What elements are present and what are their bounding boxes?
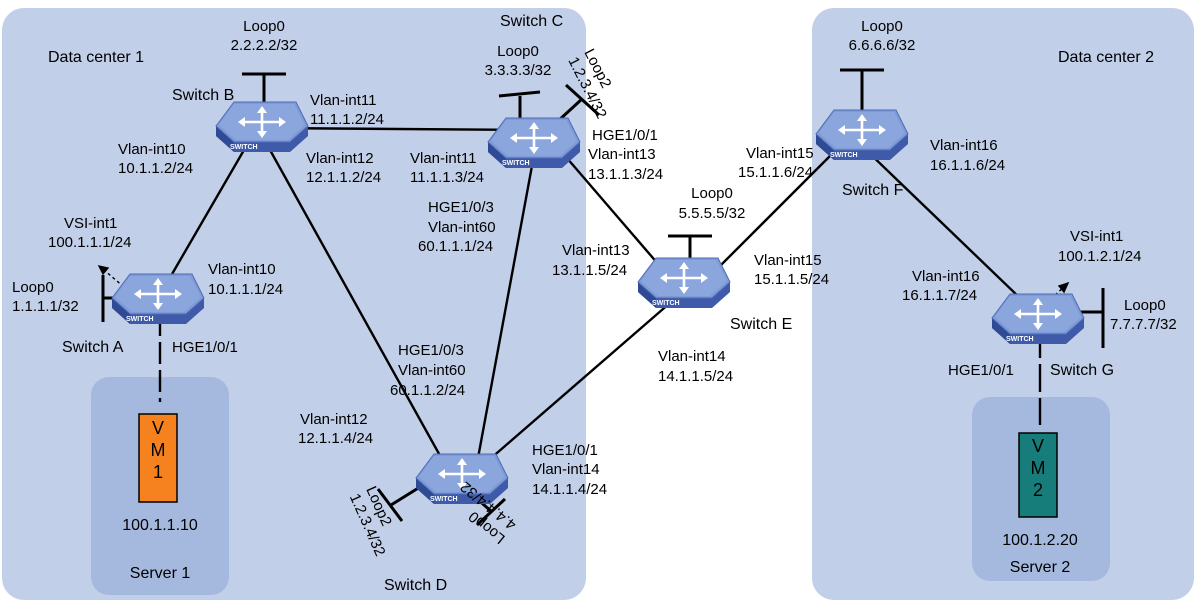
datacenter-2-label: Data center 2 [1058, 49, 1154, 66]
switch-b-label: Switch B [172, 87, 234, 104]
switch-a-icon[interactable] [110, 272, 206, 324]
server-1-label: Server 1 [130, 565, 191, 582]
switch-f-icon[interactable] [814, 108, 910, 160]
g-hge-label: HGE1/0/1 [948, 362, 1014, 379]
vm-2[interactable]: V M 2 [1018, 432, 1058, 518]
links [158, 126, 1042, 471]
switch-d-label: Switch D [384, 577, 447, 594]
switch-c-icon[interactable] [486, 116, 582, 168]
server-1-ip: 100.1.1.10 [122, 517, 198, 534]
vm-1-letter: 1 [153, 462, 163, 482]
server-2-label: Server 2 [1010, 559, 1071, 576]
vm-2-letter: M [1031, 458, 1046, 478]
vm-2-letter: 2 [1033, 480, 1043, 500]
switch-g-label: Switch G [1050, 362, 1114, 379]
vm-1-letter: M [151, 440, 166, 460]
switch-e-label: Switch E [730, 316, 792, 333]
vm-2-letter: V [1032, 436, 1044, 456]
switch-a-label: Switch A [62, 339, 124, 356]
switch-b-icon[interactable] [214, 100, 310, 152]
switch-e-icon[interactable] [636, 256, 732, 308]
switch-c-label: Switch C [500, 13, 563, 30]
vm-1-letter: V [152, 418, 164, 438]
switch-d-icon[interactable] [414, 452, 510, 504]
switch-f-label: Switch F [842, 182, 904, 199]
a-hge-label: HGE1/0/1 [172, 339, 238, 356]
vm-1[interactable]: V M 1 [138, 413, 178, 503]
server-2-ip: 100.1.2.20 [1002, 532, 1078, 549]
switch-g-icon[interactable] [990, 292, 1086, 344]
datacenter-1-label: Data center 1 [48, 49, 144, 66]
